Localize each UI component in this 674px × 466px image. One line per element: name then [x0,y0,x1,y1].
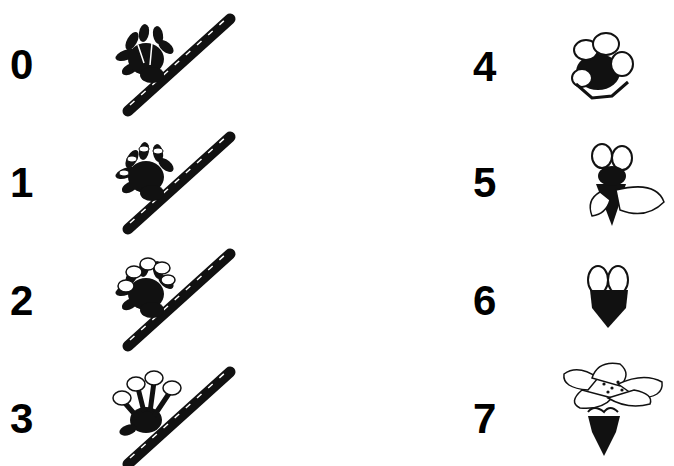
stage-number: 0 [10,44,33,86]
stage-number: 1 [10,162,33,204]
stage-number: 3 [10,398,33,440]
stage-number: 6 [473,280,496,322]
stage-number: 2 [10,280,33,322]
stage-number: 4 [473,46,496,88]
stage-number: 7 [473,398,496,440]
stage-number: 5 [473,162,496,204]
